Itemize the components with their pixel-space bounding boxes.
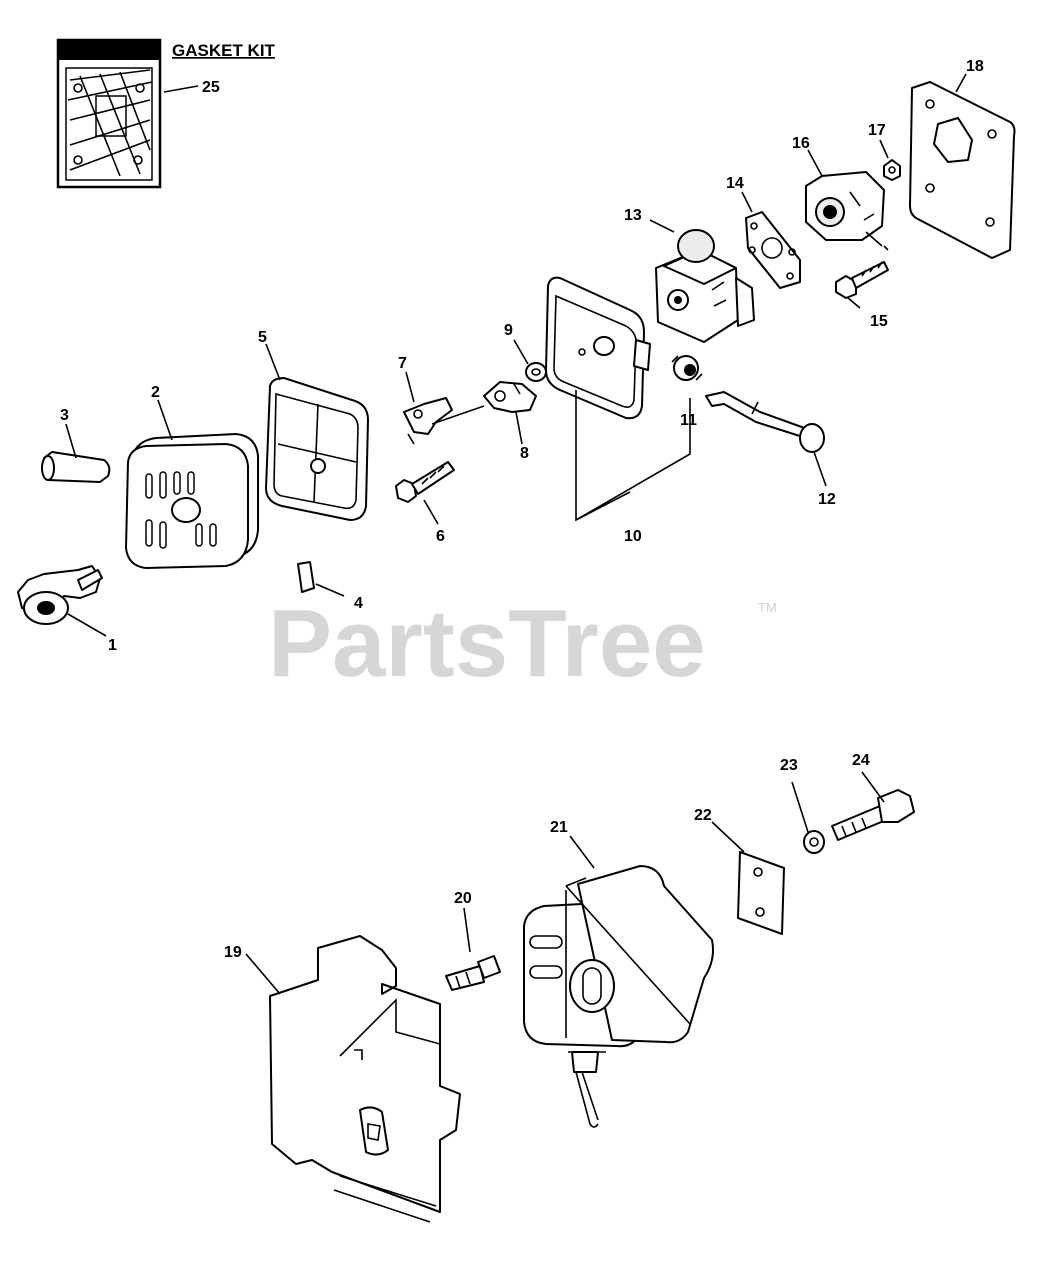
part-1-knob[interactable]: [17, 565, 103, 625]
part-3-spacer[interactable]: [41, 451, 111, 483]
callout-9: 9: [504, 322, 513, 339]
callout-24: 24: [852, 752, 870, 769]
part-12-choke-rod[interactable]: [705, 391, 825, 453]
callout-11: 11: [680, 412, 697, 429]
callout-19: 19: [224, 944, 242, 961]
callout-4: 4: [354, 595, 363, 612]
part-4-pad[interactable]: [297, 561, 315, 593]
part-8-plate[interactable]: [483, 381, 537, 413]
gasket-kit-illustration: [65, 67, 153, 181]
callout-8: 8: [520, 445, 529, 462]
part-17-nut[interactable]: [883, 159, 901, 181]
watermark: PartsTree: [268, 590, 706, 697]
callout-1: 1: [108, 637, 117, 654]
callout-10: 10: [624, 528, 642, 545]
callout-25: 25: [202, 79, 220, 96]
part-22-plate[interactable]: [737, 851, 785, 935]
part-2-air-filter-cover[interactable]: [125, 433, 259, 569]
callout-16: 16: [792, 135, 810, 152]
part-15-bolt[interactable]: [835, 261, 889, 299]
callout-17: 17: [868, 122, 886, 139]
callout-20: 20: [454, 890, 472, 907]
watermark-trademark: TM: [758, 600, 777, 615]
callout-5: 5: [258, 329, 267, 346]
callout-12: 12: [818, 491, 836, 508]
part-21-muffler[interactable]: [523, 865, 714, 1128]
callout-6: 6: [436, 528, 445, 545]
part-6-bolt[interactable]: [395, 461, 455, 503]
callout-15: 15: [870, 313, 888, 330]
part-18-gasket[interactable]: [909, 81, 1016, 259]
callout-18: 18: [966, 58, 984, 75]
gasket-kit-label: GASKET KIT: [172, 41, 276, 60]
callout-2: 2: [151, 384, 160, 401]
part-19-heat-shield[interactable]: [269, 935, 461, 1223]
part-14-gasket[interactable]: [745, 211, 801, 289]
gasket-kit-box[interactable]: [56, 38, 162, 189]
part-13-carburetor[interactable]: [655, 229, 755, 343]
callout-13: 13: [624, 207, 642, 224]
part-9-washer[interactable]: [525, 362, 547, 382]
part-11-grommet[interactable]: [671, 355, 703, 381]
part-7-bracket[interactable]: [403, 397, 453, 445]
callout-labels: 1 2 3 4 5 6 7 8 9 10 11 12 13 14 15 16 1…: [60, 58, 984, 961]
callout-22: 22: [694, 807, 712, 824]
part-5-air-filter[interactable]: [265, 377, 369, 521]
part-10-air-cleaner-base[interactable]: [545, 276, 651, 420]
leader-25: [163, 85, 199, 93]
part-16-insulator[interactable]: [805, 171, 889, 251]
callout-23: 23: [780, 757, 798, 774]
callout-14: 14: [726, 175, 744, 192]
callout-7: 7: [398, 355, 407, 372]
callout-21: 21: [550, 819, 568, 836]
part-24-bolt[interactable]: [831, 789, 915, 841]
callout-3: 3: [60, 407, 69, 424]
part-23-washer[interactable]: [803, 830, 825, 854]
part-20-fitting[interactable]: [445, 955, 501, 991]
